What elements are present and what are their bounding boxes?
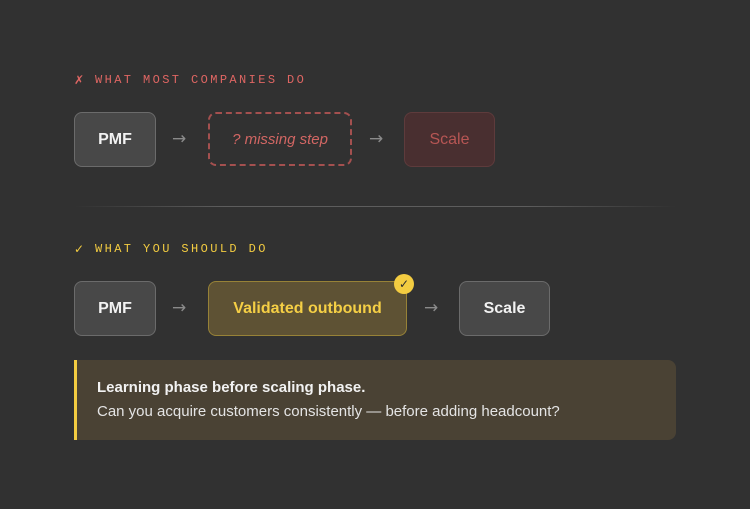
arrow-icon: → [424,298,439,318]
check-badge-icon: ✓ [394,274,414,294]
bad-flow-heading-text: WHAT MOST COMPANIES DO [95,73,307,87]
callout-body: Can you acquire customers consistently —… [97,403,560,420]
bad-flow-step-pmf: PMF [74,112,156,167]
good-flow-step-scale: Scale [459,281,550,336]
callout-box: Learning phase before scaling phase. Can… [74,360,676,440]
callout-title: Learning phase before scaling phase. [97,379,366,396]
arrow-icon: → [369,129,384,149]
good-flow-step-pmf: PMF [74,281,156,336]
section-divider [74,206,676,207]
good-flow-heading: ✓ WHAT YOU SHOULD DO [74,242,268,256]
arrow-icon: → [172,298,187,318]
good-flow-heading-text: WHAT YOU SHOULD DO [95,242,268,256]
bad-flow-step-scale: Scale [404,112,495,167]
arrow-icon: → [172,129,187,149]
good-flow-step-validated-outbound: Validated outbound [208,281,407,336]
bad-flow-heading: ✗ WHAT MOST COMPANIES DO [74,73,306,87]
cross-icon: ✗ [74,73,85,87]
check-icon: ✓ [74,242,85,256]
bad-flow-step-missing: ? missing step [208,112,352,166]
